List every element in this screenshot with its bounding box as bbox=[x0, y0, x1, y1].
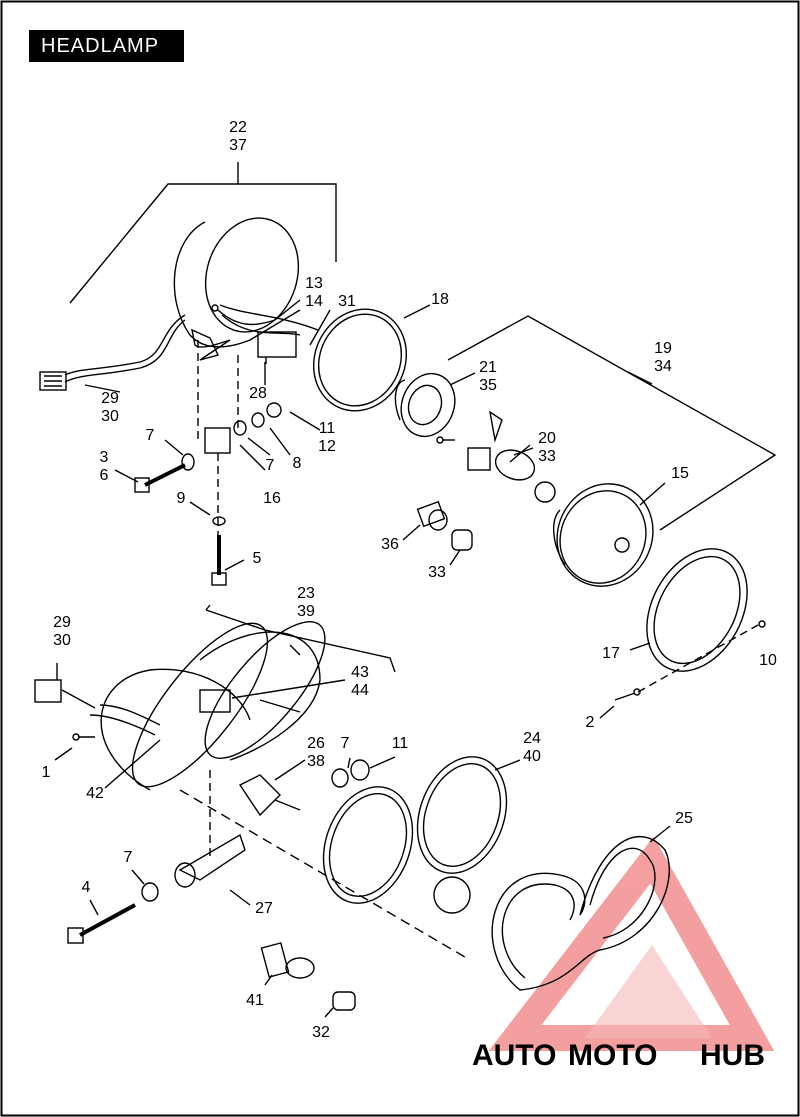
socket-28 bbox=[257, 331, 297, 358]
sealed-beam-15 bbox=[553, 482, 666, 587]
page-title: HEADLAMP bbox=[29, 30, 184, 62]
callout-17: 17 bbox=[602, 645, 620, 662]
callout-37: 37 bbox=[229, 137, 247, 154]
washer-7-left bbox=[181, 453, 195, 471]
callout-18: 18 bbox=[431, 291, 449, 308]
callout-25: 25 bbox=[675, 810, 693, 827]
lockwasher-8 bbox=[251, 412, 265, 428]
callout-2: 2 bbox=[586, 714, 595, 731]
callout-bracket-23 bbox=[205, 609, 396, 673]
callout-32: 32 bbox=[312, 1024, 330, 1041]
callout-36: 36 bbox=[381, 536, 399, 553]
watermark-triangle-logo bbox=[488, 836, 775, 1051]
callout-28: 28 bbox=[249, 385, 267, 402]
callout-11-mid: 11 bbox=[392, 735, 409, 752]
nut-11-mid bbox=[350, 759, 370, 781]
callout-13: 13 bbox=[305, 275, 323, 292]
callout-41: 41 bbox=[246, 992, 264, 1009]
callout-40: 40 bbox=[523, 748, 541, 765]
washer-7-right bbox=[233, 420, 247, 436]
callout-29-top: 29 bbox=[101, 390, 119, 407]
callout-20: 20 bbox=[538, 430, 556, 447]
callout-35: 35 bbox=[479, 377, 497, 394]
callout-26: 26 bbox=[307, 735, 325, 752]
bracket-block-16 bbox=[204, 427, 231, 454]
callout-31: 31 bbox=[338, 293, 356, 310]
washer-9 bbox=[212, 516, 226, 526]
callout-33-upper: 33 bbox=[538, 448, 556, 465]
callout-23: 23 bbox=[297, 585, 315, 602]
callout-44: 44 bbox=[351, 682, 369, 699]
callout-labels: 22 37 13 14 31 18 19 34 21 35 29 30 28 1… bbox=[42, 119, 777, 1041]
callout-27: 27 bbox=[255, 900, 273, 917]
wire-harness-top bbox=[64, 314, 186, 376]
bulb-33 bbox=[451, 529, 473, 551]
trim-ring-25 bbox=[491, 825, 671, 991]
washer-7-low bbox=[141, 882, 159, 902]
callout-19: 19 bbox=[654, 340, 672, 357]
callout-39: 39 bbox=[297, 603, 315, 620]
trim-ring-17 bbox=[629, 548, 748, 672]
bulb-32 bbox=[324, 991, 356, 1018]
bolt-4 bbox=[79, 903, 136, 937]
callout-34: 34 bbox=[654, 358, 672, 375]
callout-bracket-22 bbox=[69, 183, 337, 304]
callout-33: 33 bbox=[428, 564, 446, 581]
bolt-3 bbox=[144, 463, 186, 487]
callout-15: 15 bbox=[671, 465, 689, 482]
callout-7-right: 7 bbox=[266, 457, 275, 474]
callout-4: 4 bbox=[82, 879, 91, 896]
callout-9: 9 bbox=[177, 490, 186, 507]
callout-38: 38 bbox=[307, 753, 325, 770]
callout-6: 6 bbox=[100, 467, 109, 484]
watermark-auto: AUTO bbox=[472, 1039, 556, 1072]
callout-1: 1 bbox=[42, 764, 51, 781]
callout-bracket-19 bbox=[447, 315, 777, 531]
bulb-holder-21 bbox=[394, 372, 476, 438]
callout-29-bottom: 29 bbox=[53, 614, 71, 631]
connector-29-bottom bbox=[34, 679, 62, 703]
retaining-ring-18 bbox=[312, 308, 408, 412]
watermark-text: AUTO MOTO HUB bbox=[472, 1039, 765, 1072]
callout-42: 42 bbox=[86, 785, 104, 802]
callout-7-low: 7 bbox=[124, 849, 133, 866]
callout-10: 10 bbox=[759, 652, 777, 669]
nut-10 bbox=[758, 620, 766, 628]
dual-headlamp-housing bbox=[100, 621, 326, 791]
callout-16: 16 bbox=[263, 490, 281, 507]
callout-7-left: 7 bbox=[146, 427, 155, 444]
callout-24: 24 bbox=[523, 730, 541, 747]
callout-7-mid: 7 bbox=[341, 735, 350, 752]
callout-14: 14 bbox=[305, 293, 323, 310]
connector-29-top bbox=[39, 371, 67, 391]
washer-7-mid bbox=[331, 768, 349, 788]
lens-assembly-24 bbox=[322, 756, 521, 904]
badge-emblem bbox=[433, 876, 471, 914]
watermark-hub: HUB bbox=[700, 1039, 765, 1072]
callout-21: 21 bbox=[479, 359, 497, 376]
callout-11: 11 bbox=[319, 420, 336, 437]
watermark-moto: MOTO bbox=[568, 1039, 657, 1072]
headlamp-housing-top bbox=[173, 217, 301, 361]
callout-8: 8 bbox=[293, 455, 302, 472]
connector-43 bbox=[199, 689, 231, 713]
wire-harness-bottom bbox=[99, 704, 161, 726]
headlamp-bulb-20 bbox=[467, 410, 556, 503]
callout-5: 5 bbox=[253, 550, 262, 567]
callout-30-top: 30 bbox=[101, 408, 119, 425]
callout-22: 22 bbox=[229, 119, 247, 136]
nut-11 bbox=[266, 402, 282, 418]
bulb-socket-41 bbox=[260, 942, 315, 986]
callout-43: 43 bbox=[351, 664, 369, 681]
mount-bracket-27 bbox=[178, 833, 246, 881]
callout-12: 12 bbox=[318, 438, 336, 455]
bulb-26 bbox=[238, 759, 306, 817]
callout-30-bottom: 30 bbox=[53, 632, 71, 649]
callout-3: 3 bbox=[100, 449, 109, 466]
bulb-socket-36 bbox=[416, 500, 448, 531]
